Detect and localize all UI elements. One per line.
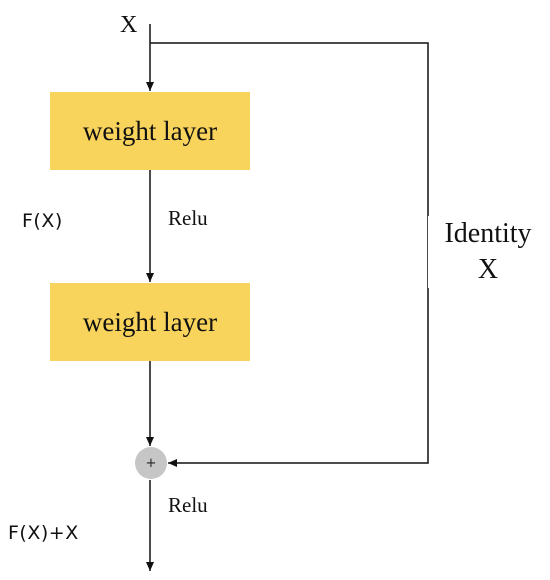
output-label: F(X)+X [8, 522, 79, 544]
addition-node: + [135, 447, 167, 479]
relu-label-2: Relu [168, 493, 208, 517]
weight-layer-1: weight layer [50, 92, 250, 170]
residual-function-label: F(X) [22, 210, 63, 232]
identity-label: Identity X [428, 216, 548, 288]
relu-label-1: Relu [168, 206, 208, 230]
identity-label-line-2: X [477, 254, 499, 285]
input-x-label: X [120, 12, 138, 38]
weight-layer-2: weight layer [50, 283, 250, 361]
identity-label-line-1: Identity [444, 218, 532, 249]
